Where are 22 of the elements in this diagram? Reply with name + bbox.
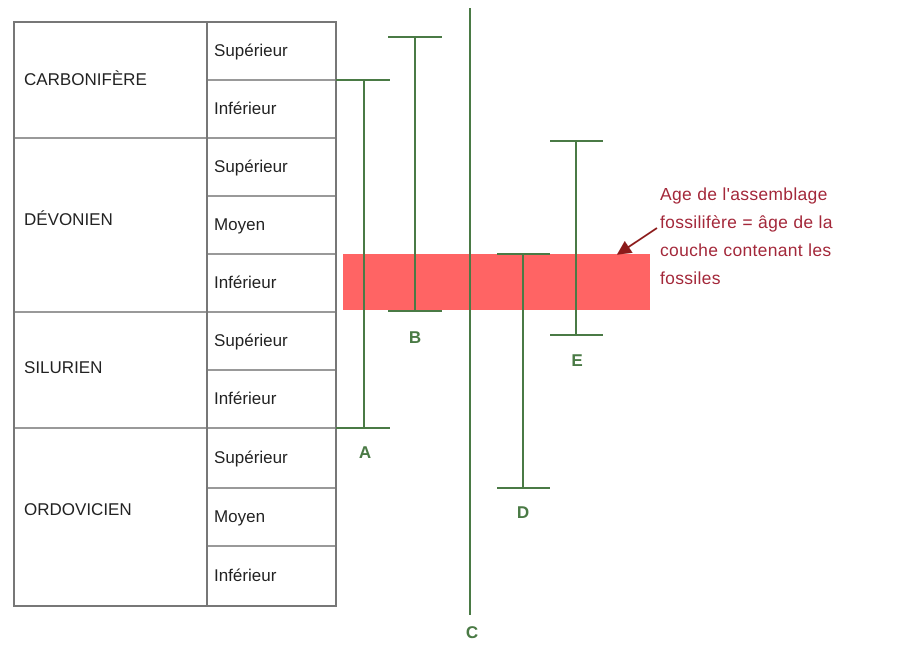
fossil-layer-band — [343, 254, 650, 310]
period-name: SILURIEN — [24, 358, 102, 378]
leader-arrow — [616, 227, 658, 255]
subperiod-name: Supérieur — [214, 41, 288, 61]
range-letter: E — [570, 351, 584, 371]
annotation-text: Age de l'assemblage fossilifère = âge de la couche contenant les fossiles — [660, 183, 834, 290]
subperiod-name: Supérieur — [214, 157, 288, 177]
period-name: DÉVONIEN — [24, 210, 113, 230]
range-letter: A — [358, 443, 372, 463]
subperiod-name: Inférieur — [214, 99, 276, 119]
subperiod-name: Supérieur — [214, 331, 288, 351]
range-letter: B — [408, 328, 422, 348]
subperiod-name: Moyen — [214, 215, 266, 235]
subperiod-name: Moyen — [214, 507, 266, 527]
subperiod-name: Supérieur — [214, 448, 288, 468]
range-letter: D — [516, 503, 530, 523]
subperiod-name: Inférieur — [214, 273, 276, 293]
subperiod-name: Inférieur — [214, 566, 276, 586]
subperiod-name: Inférieur — [214, 389, 276, 409]
period-name: CARBONIFÈRE — [24, 70, 147, 90]
period-name: ORDOVICIEN — [24, 500, 132, 520]
range-letter: C — [464, 623, 480, 643]
